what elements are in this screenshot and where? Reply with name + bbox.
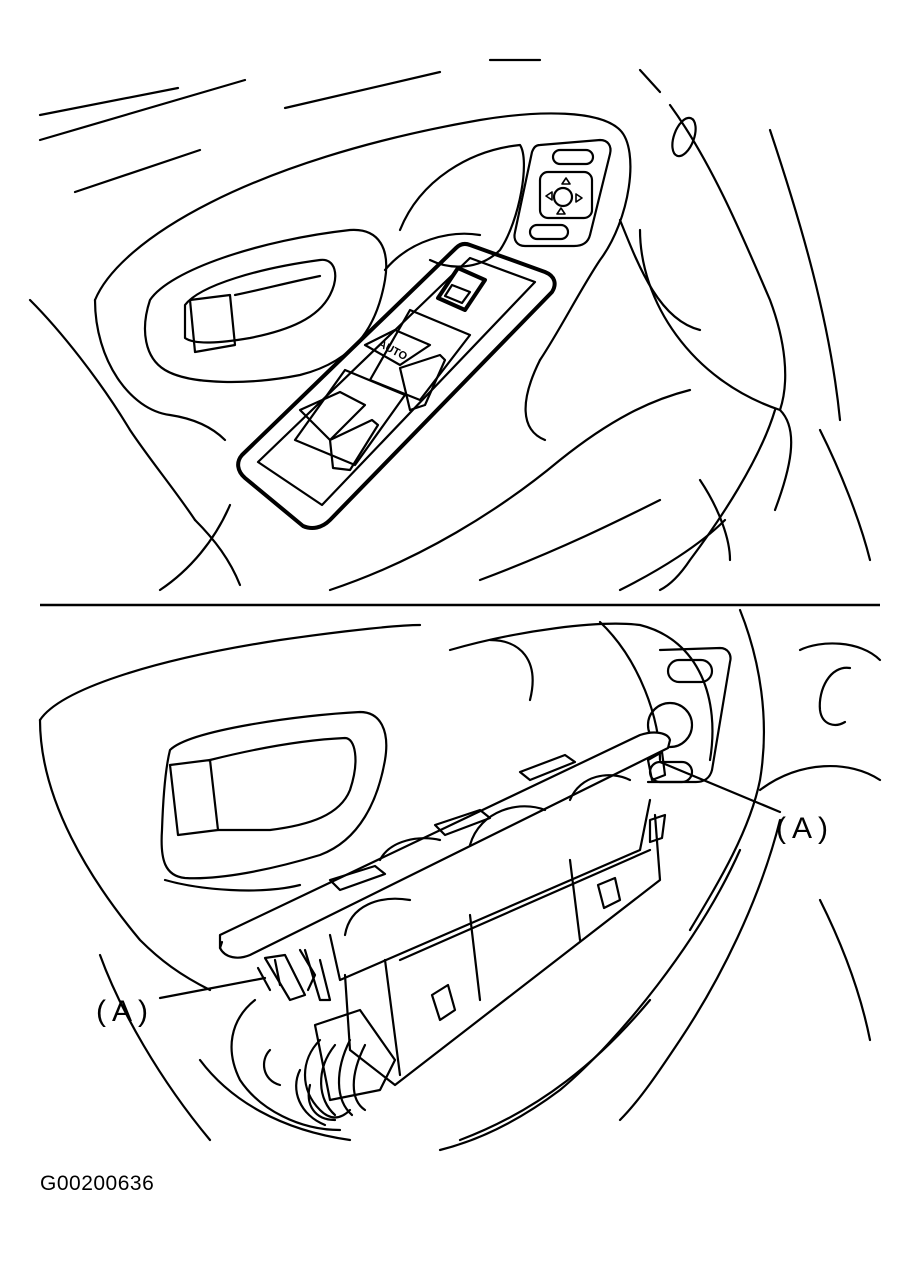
mirror-switch-lower <box>646 646 732 784</box>
arrow-right-icon <box>575 193 583 203</box>
switch-bezel <box>218 731 672 959</box>
inner-door-handle-lower <box>160 710 388 892</box>
figure-code: G00200636 <box>40 1172 155 1195</box>
trim-clip-hole-lower <box>818 666 852 726</box>
lock-button-lower <box>518 753 577 782</box>
passenger-window-switch <box>293 368 407 472</box>
passenger-switch-button <box>328 864 387 892</box>
door-trim-outline <box>28 103 872 592</box>
trim-clip-hole <box>671 116 697 158</box>
top-panel-installed-switch: AUTO <box>28 58 872 592</box>
mirror-adjust-pad <box>538 170 594 220</box>
leader-line-right <box>658 760 782 814</box>
retaining-clip-right <box>646 750 667 844</box>
bottom-panel-switch-removal: (A) (A) <box>38 608 882 1152</box>
wiring-harness-connector <box>262 1008 397 1127</box>
armrest-recess <box>398 143 526 268</box>
window-lock-button <box>436 266 487 312</box>
mirror-switch <box>513 138 612 248</box>
power-window-switch-removed <box>218 731 672 1127</box>
arrow-left-icon <box>545 191 553 201</box>
callout-label-right: (A) <box>776 812 834 845</box>
trim-lines <box>38 58 662 194</box>
inner-door-handle <box>143 228 388 384</box>
door-trim-outline-lower <box>38 608 882 1152</box>
power-window-switch-installed: AUTO <box>236 242 557 530</box>
callout-label-left: (A) <box>96 995 154 1028</box>
arrow-up-icon <box>561 177 571 185</box>
arrow-down-icon <box>556 207 566 215</box>
leader-line-left <box>158 976 267 1000</box>
mirror-select-lever <box>551 148 595 166</box>
